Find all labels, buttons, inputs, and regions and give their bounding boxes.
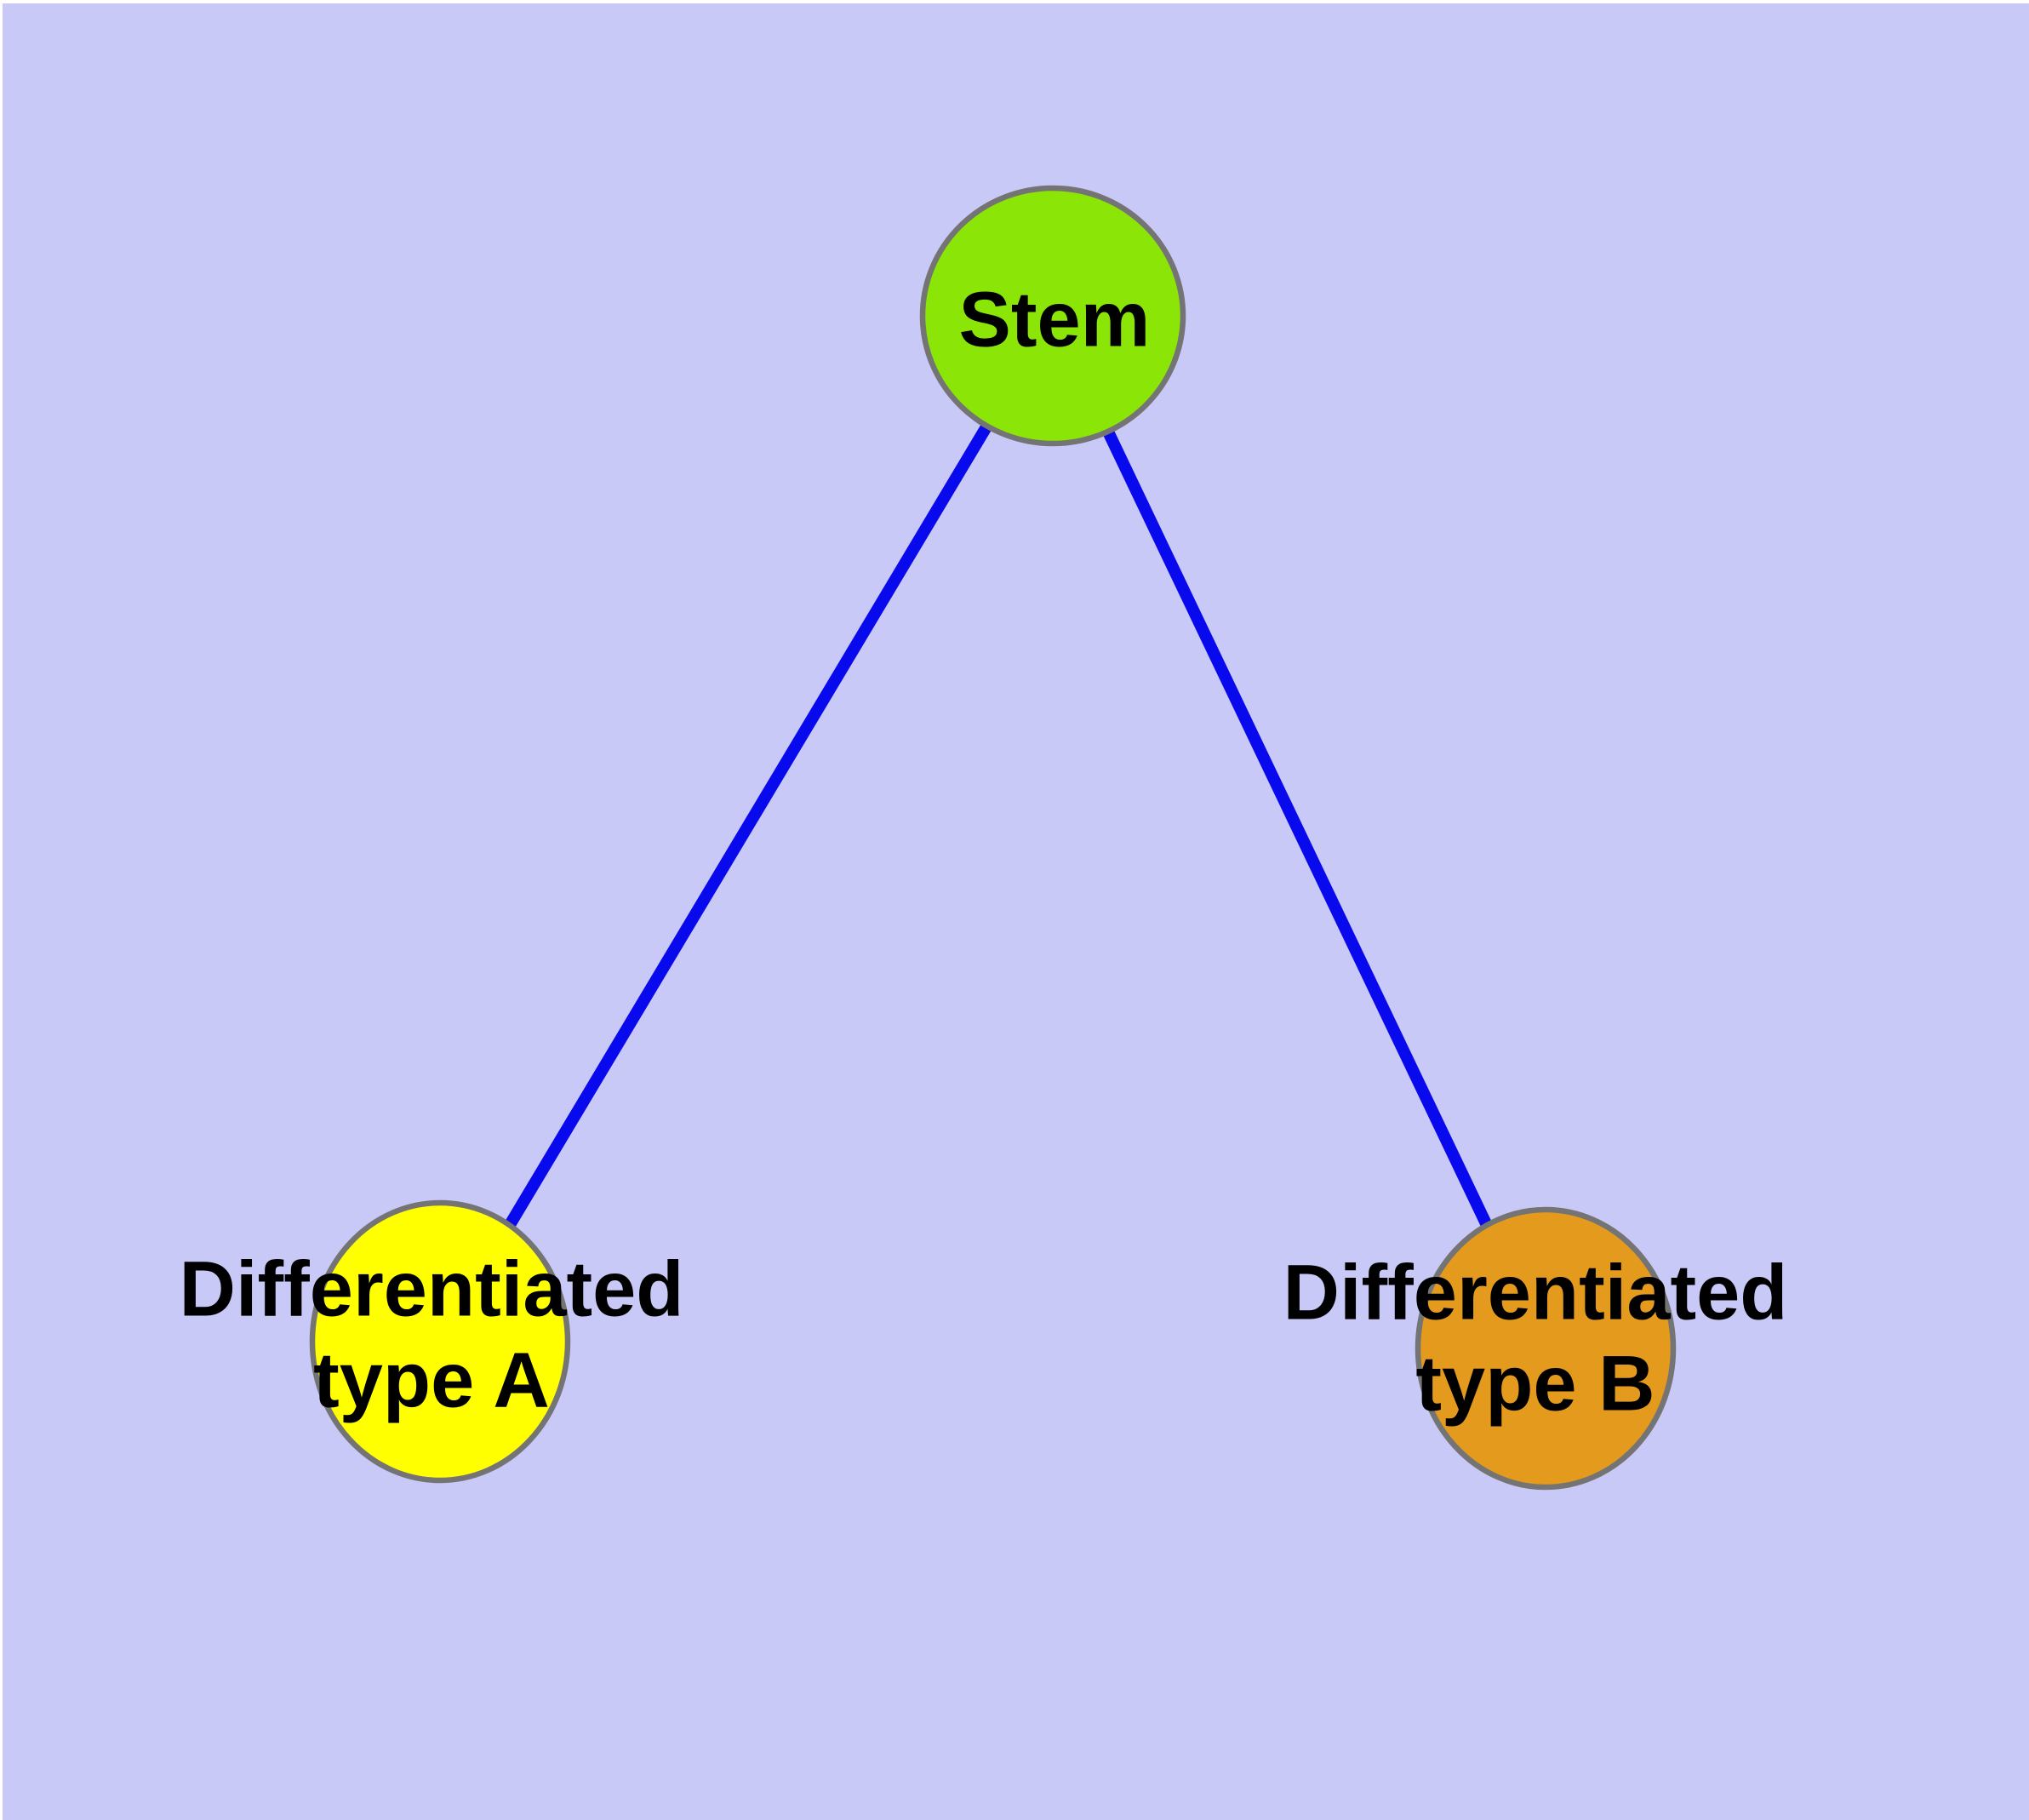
edge-stem-to-type-b bbox=[1047, 312, 1552, 1352]
edge-stem-to-type-a bbox=[434, 312, 1059, 1345]
node-differentiated-type-b-label: Differentiated type B bbox=[1283, 1249, 1788, 1427]
node-differentiated-type-a-circle bbox=[309, 1199, 571, 1484]
node-differentiated-type-b-circle bbox=[1415, 1206, 1677, 1491]
node-stem-circle bbox=[919, 185, 1186, 447]
node-stem-label: Stem bbox=[958, 276, 1151, 363]
node-differentiated-type-a-label: Differentiated type A bbox=[179, 1245, 684, 1423]
